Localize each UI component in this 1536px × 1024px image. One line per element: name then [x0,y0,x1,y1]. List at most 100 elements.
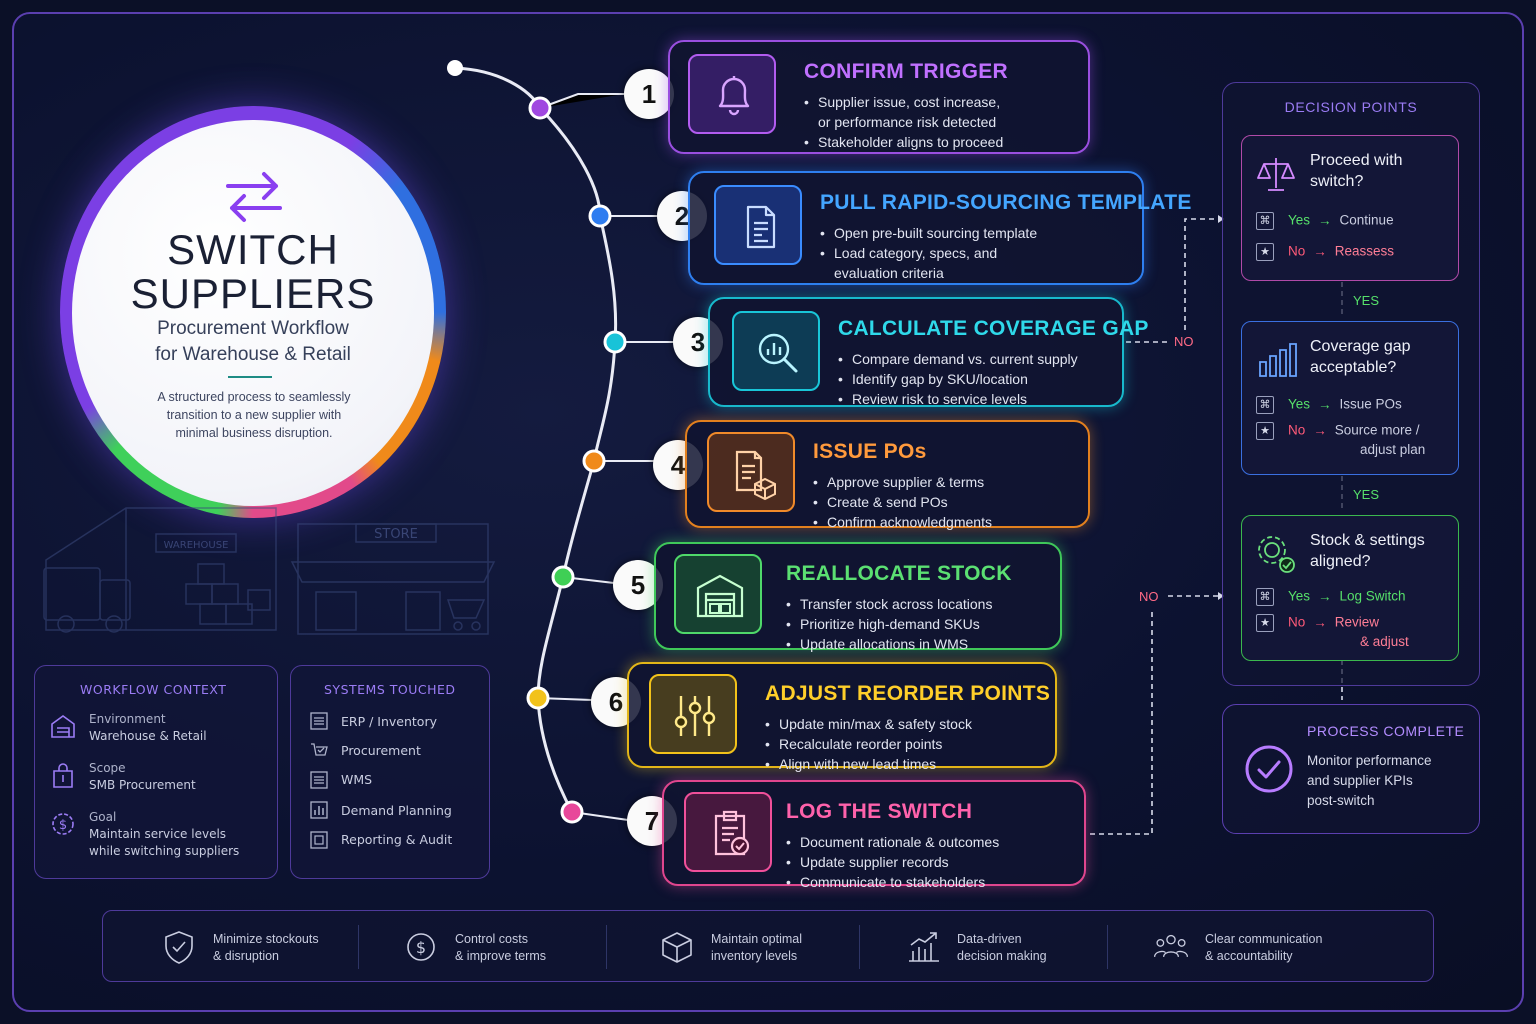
step-1-bullet-2: Stakeholder aligns to proceed [804,132,1003,152]
step-3-title: CALCULATE COVERAGE GAP [838,317,1149,340]
benefit-1-line1: Minimize stockouts [213,932,319,946]
document-icon [746,205,776,249]
decision-1-no-option: ★No→Reassess [1256,243,1394,261]
bar-chart-icon [310,801,328,819]
benefit-4-line1: Data-driven [957,932,1022,946]
benefit-5-text: Clear communication & accountability [1205,931,1322,965]
box-icon [662,932,692,963]
step-3-bullet-3: Review risk to service levels [838,389,1078,409]
svg-text:$: $ [416,938,426,957]
decision-3-yes-option: ⌘Yes→Log Switch [1256,588,1406,606]
context-scope-value: SMB Procurement [89,778,196,792]
step-1-bullet-1: Supplier issue, cost increase, [804,92,1003,112]
step-3-bullet-1: Compare demand vs. current supply [838,349,1078,369]
step-7-card: LOG THE SWITCH Document rationale & outc… [662,780,1086,890]
system-erp: ERP / Inventory [341,714,437,729]
step-5-bullets: Transfer stock across locations Prioriti… [786,594,992,654]
process-complete-line3: post-switch [1307,793,1375,808]
step-6-bullets: Update min/max & safety stock Recalculat… [765,714,972,774]
decision-3-no-result: Review [1334,614,1380,630]
benefit-3-line1: Maintain optimal [711,932,803,946]
context-scope-key: Scope [89,761,126,775]
people-icon [1153,934,1189,957]
arrow-right-icon: → [1313,422,1327,438]
step-5-bullet-2: Prioritize high-demand SKUs [786,614,992,634]
process-complete-panel: PROCESS COMPLETE Monitor performance and… [1222,704,1480,834]
benefit-1-line2: & disruption [213,949,280,963]
context-scope: Scope SMB Procurement [89,760,196,794]
benefits-bar: Minimize stockouts & disruption $ Control… [102,910,1434,982]
step-1-icon-box [688,54,776,134]
decision-2-no-result: Source more / [1334,422,1420,438]
yes-label-2: YES [1353,487,1380,502]
step-4-bullet-2: Create & send POs [813,492,992,512]
benefit-5-line2: & accountability [1205,949,1293,963]
decision-proceed: Proceed with switch? ⌘Yes→Continue ★No→R… [1241,135,1459,281]
check-circle-icon [1245,745,1293,793]
list-icon [310,771,328,789]
decision-1-question-line2: switch? [1310,173,1364,190]
decision-1-no: No [1288,243,1306,259]
step-1-number: 1 [624,69,674,119]
process-complete-description: Monitor performance and supplier KPIs po… [1307,751,1432,811]
benefit-4-line2: decision making [957,949,1047,963]
decision-3-no-option: ★No→Review & adjust [1256,614,1409,649]
step-2-bullet-2-cont: evaluation criteria [834,265,944,281]
store-sign: STORE [374,527,418,542]
decision-2-yes-result: Issue POs [1339,396,1402,412]
no-label-step5: NO [1139,589,1159,604]
system-wms: WMS [341,772,373,787]
step-2-bullet-1: Open pre-built sourcing template [820,223,1037,243]
arrow-right-icon: → [1318,212,1332,228]
arrow-right-icon: → [1313,614,1327,630]
process-complete-line1: Monitor performance [1307,753,1432,768]
workflow-context-title: WORKFLOW CONTEXT [80,682,227,697]
step-7-bullet-2: Update supplier records [786,852,999,872]
benefit-separator [358,925,359,969]
step-7-bullets: Document rationale & outcomes Update sup… [786,832,999,892]
step-2-card: PULL RAPID-SOURCING TEMPLATE Open pre-bu… [688,171,1191,285]
decision-1-yes: Yes [1288,212,1311,228]
system-demand-planning: Demand Planning [341,803,452,818]
benefit-separator [606,925,607,969]
context-environment-value: Warehouse & Retail [89,729,207,743]
arrow-right-icon: → [1313,243,1327,259]
benefit-5-line1: Clear communication [1205,932,1323,946]
decision-3-yes-result: Log Switch [1339,588,1406,604]
magnifier-chart-icon [758,333,798,373]
hero-title-line1: SWITCH [167,226,339,273]
step-4-bullets: Approve supplier & terms Create & send P… [813,472,992,532]
bar-chart-icon [1259,343,1297,377]
process-complete-title: PROCESS COMPLETE [1307,723,1465,739]
hero-circle: SWITCH SUPPLIERS Procurement Workflow fo… [72,120,434,506]
systems-touched-title: SYSTEMS TOUCHED [324,682,456,697]
decision-1-question-line1: Proceed with [1310,152,1403,169]
decision-points-panel: DECISION POINTS Proceed with switch? ⌘Ye… [1222,82,1480,686]
svg-text:$: $ [59,818,67,833]
step-7-bullet-1: Document rationale & outcomes [786,832,999,852]
decision-coverage: Coverage gap acceptable? ⌘Yes→Issue POs … [1241,321,1459,475]
decision-3-question-line1: Stock & settings [1310,532,1425,549]
step-2-icon-box [714,185,802,265]
step-6-icon-box [649,674,737,754]
context-goal-value-line2: while switching suppliers [89,844,240,858]
decision-2-question-line1: Coverage gap [1310,338,1411,355]
step-4-bullet-1: Approve supplier & terms [813,472,992,492]
hero-divider [228,376,272,378]
dollar-circle-icon: $ [407,933,435,961]
process-complete-line2: and supplier KPIs [1307,773,1413,788]
report-icon [310,831,328,849]
benefit-separator [1107,925,1108,969]
arrow-right-icon: → [1318,588,1332,604]
step-2-title: PULL RAPID-SOURCING TEMPLATE [820,191,1192,214]
step-3-icon-box [732,311,820,391]
decision-2-yes-option: ⌘Yes→Issue POs [1256,396,1402,414]
systems-touched-panel: SYSTEMS TOUCHED ERP / Inventory Procurem… [290,665,490,879]
clipboard-check-icon [714,810,750,856]
benefit-2-line1: Control costs [455,932,528,946]
step-3-card: CALCULATE COVERAGE GAP Compare demand vs… [708,297,1148,409]
system-reporting-audit: Reporting & Audit [341,832,453,847]
sliders-icon [674,696,716,736]
cart-check-icon [311,743,328,756]
